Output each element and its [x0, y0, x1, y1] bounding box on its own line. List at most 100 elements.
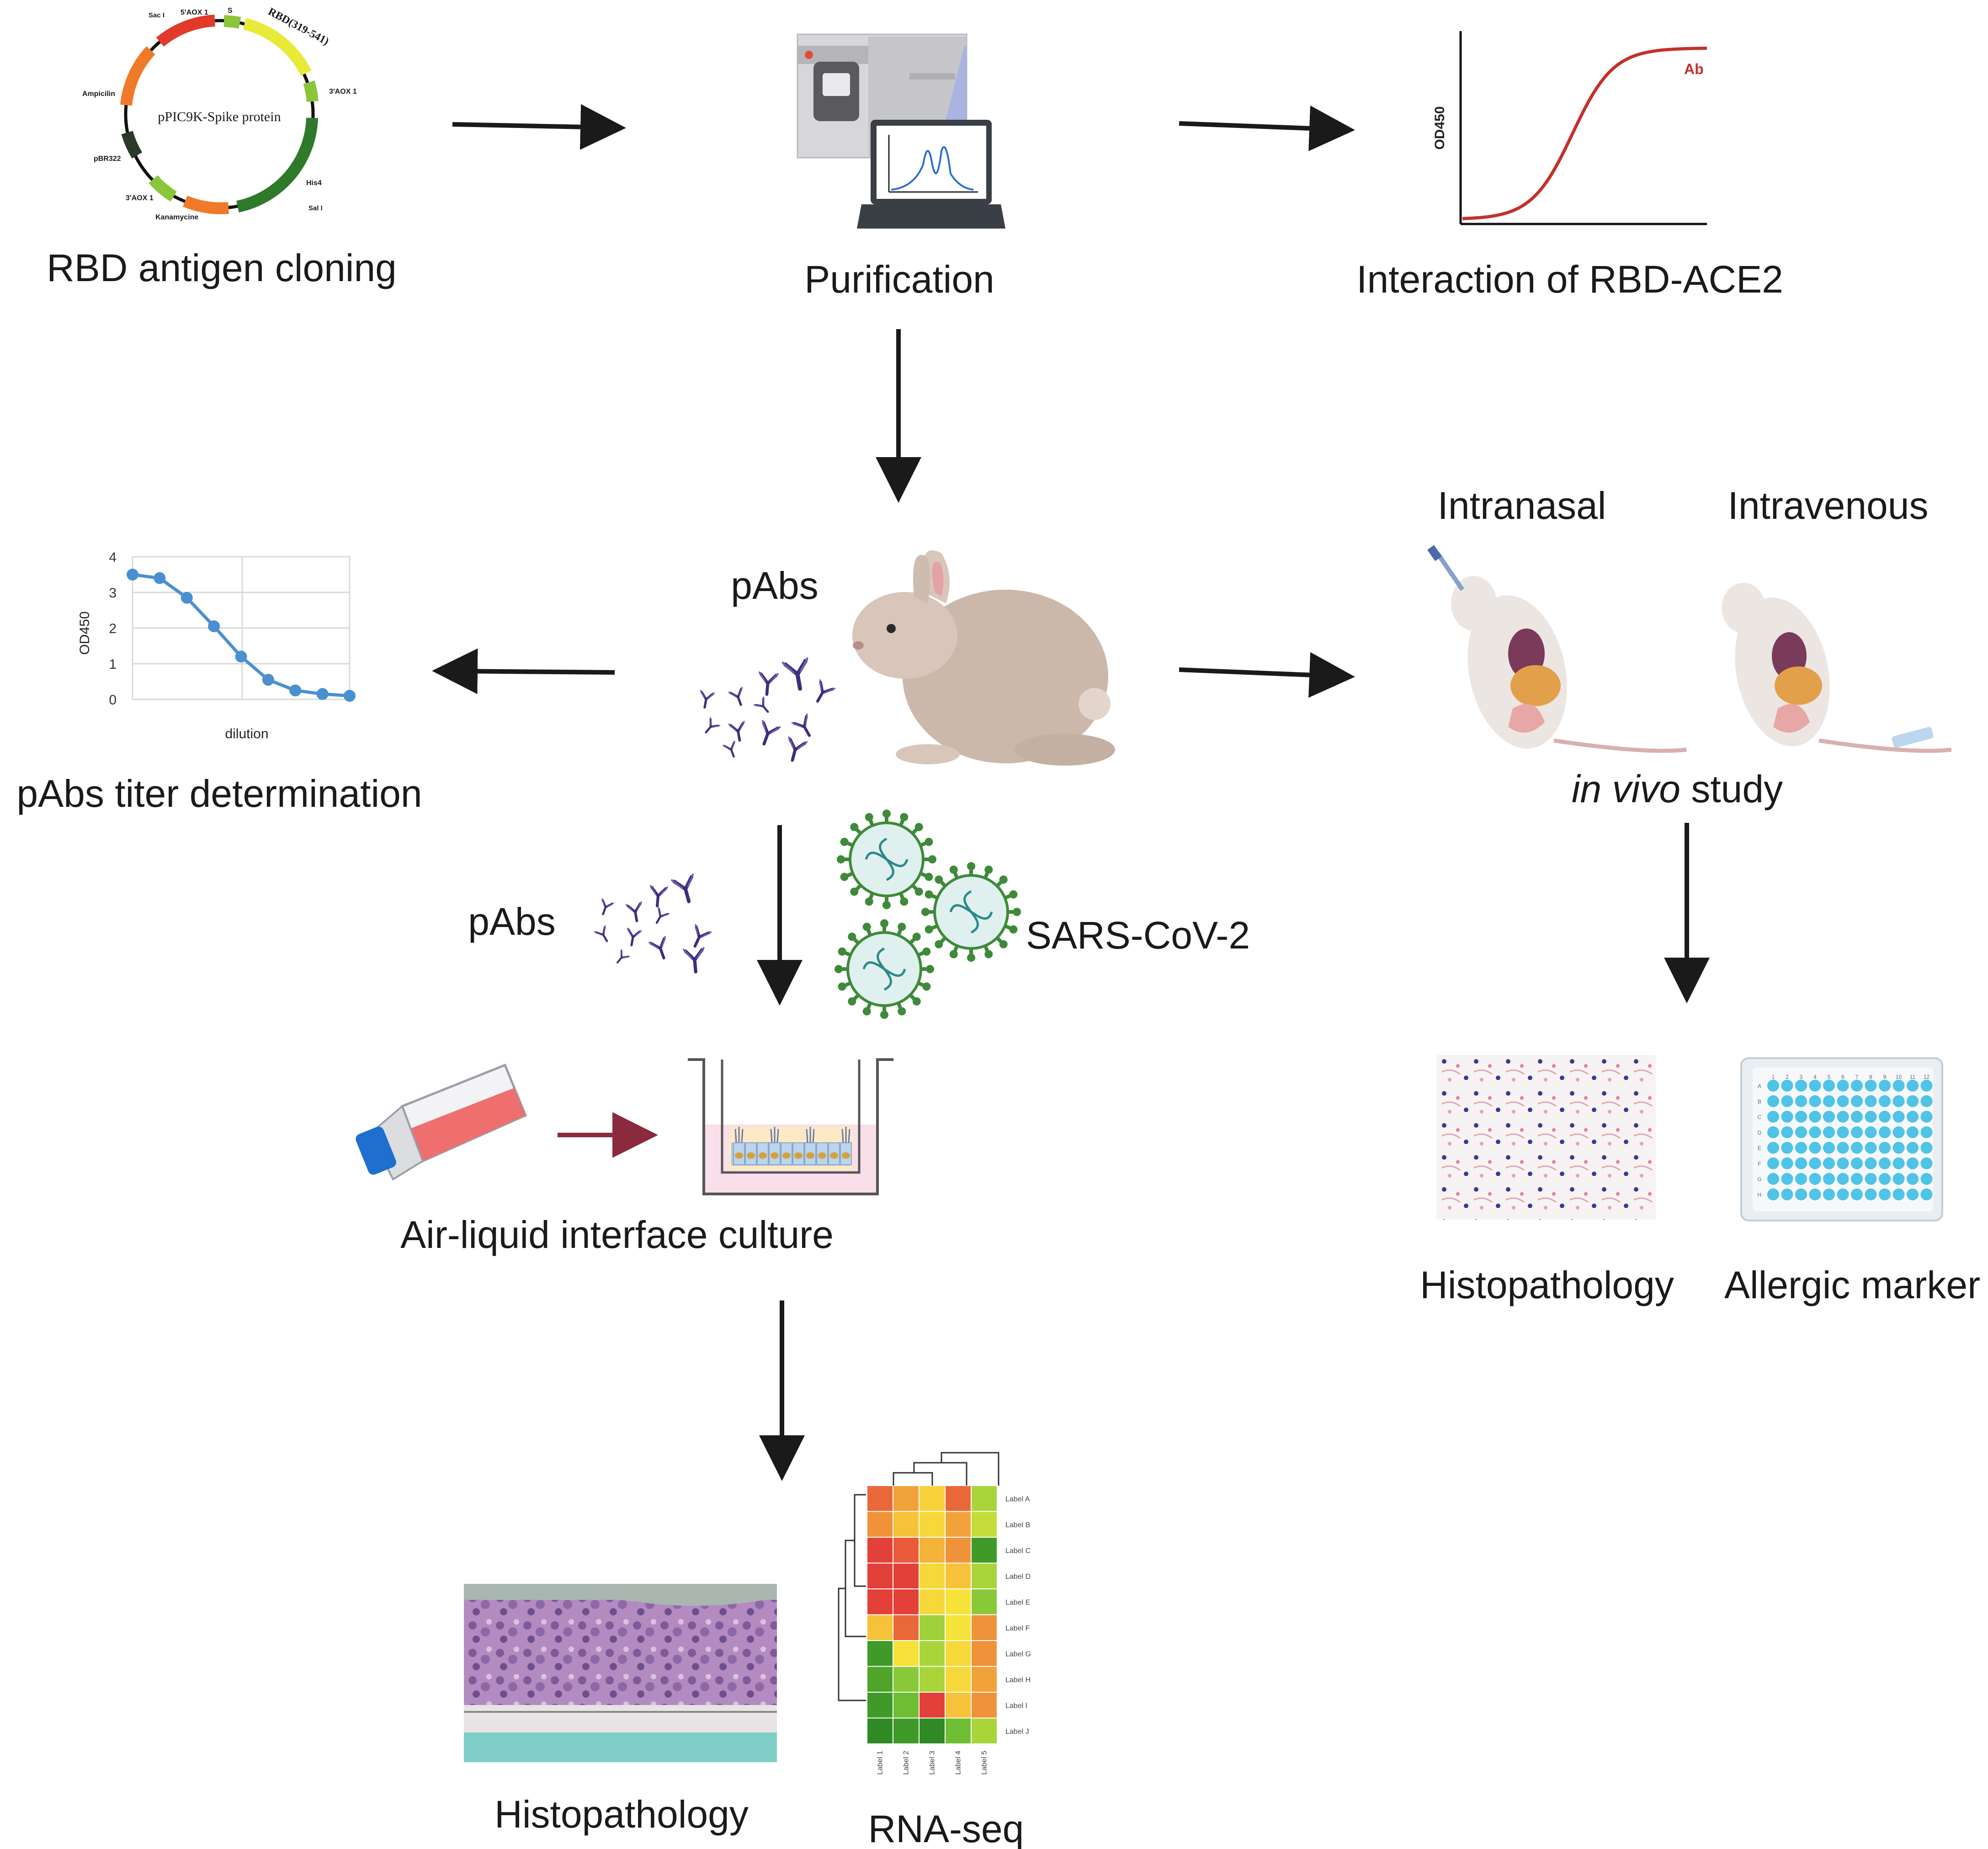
plate-column-label: 3 [1800, 1074, 1803, 1080]
plate-well [1767, 1188, 1779, 1200]
heatmap-cell [919, 1537, 946, 1564]
heatmap-cell [945, 1485, 972, 1512]
plate-well [1879, 1126, 1891, 1138]
plate-well [1795, 1142, 1807, 1154]
cell-nucleus [818, 1152, 826, 1159]
epithelium-histology-image [464, 1584, 777, 1762]
plate-well [1823, 1080, 1835, 1092]
antibody-icon [649, 885, 668, 907]
plate-well [1920, 1173, 1933, 1185]
plate-well [1907, 1188, 1919, 1200]
antibody-icon [791, 714, 811, 737]
cell-nucleus [747, 1152, 755, 1159]
heatmap-cell [919, 1692, 946, 1719]
plate-column-label: 11 [1910, 1074, 1916, 1080]
plate-well [1809, 1142, 1821, 1154]
heatmap-cell [866, 1666, 893, 1693]
plate-well [1892, 1157, 1905, 1169]
plate-well [1907, 1126, 1919, 1138]
plate-well [1920, 1157, 1933, 1169]
label-pabs-second: pAbs [468, 900, 555, 943]
plate-well [1837, 1080, 1849, 1092]
cilia [770, 1127, 779, 1143]
plate-well [1767, 1126, 1779, 1138]
heatmap-column-label: Label 3 [929, 1751, 936, 1775]
heatmap-cell [971, 1717, 998, 1744]
heatmap-cell [866, 1588, 893, 1615]
plate-well [1837, 1157, 1849, 1169]
plate-well [1809, 1157, 1821, 1169]
plate-well [1879, 1095, 1891, 1107]
plate-well [1809, 1173, 1821, 1185]
heatmap-column-label: Label 2 [903, 1751, 910, 1775]
titer-data-point [154, 572, 166, 584]
rabbit-icon [852, 550, 1115, 766]
plate-well [1892, 1095, 1905, 1107]
heatmap-cell [971, 1537, 998, 1564]
titer-data-point [127, 569, 138, 581]
heatmap-row-label: Label D [1005, 1573, 1031, 1581]
arrow-pabs-to-invivo [1179, 652, 1355, 698]
label-study: study [1680, 767, 1783, 810]
plate-well [1920, 1188, 1933, 1200]
plate-row-label: C [1758, 1114, 1762, 1120]
plate-well [1795, 1188, 1807, 1200]
plate-well [1767, 1095, 1779, 1107]
plasmid-feature-sali: Sal I [308, 204, 323, 212]
plate-well [1795, 1126, 1807, 1138]
heatmap-cell [945, 1588, 972, 1615]
plate-well [1851, 1095, 1863, 1107]
plate-well [1823, 1111, 1835, 1123]
titer-x-label: dilution [225, 726, 268, 741]
label-intranasal: Intranasal [1438, 484, 1606, 527]
plate-column-label: 4 [1813, 1074, 1817, 1080]
sars-cov-2-virus-icons [835, 810, 1021, 1019]
label-interaction-rbd-ace2: Interaction of RBD-ACE2 [1356, 258, 1783, 301]
plate-well [1907, 1173, 1919, 1185]
plate-well [1865, 1142, 1877, 1154]
heatmap-cell [971, 1511, 998, 1538]
heatmap-cell [893, 1717, 920, 1744]
antibody-icon [648, 936, 666, 959]
plate-well [1809, 1126, 1821, 1138]
label-sars-cov-2: SARS-CoV-2 [1026, 914, 1250, 957]
plate-well [1865, 1173, 1877, 1185]
plate-well [1837, 1173, 1849, 1185]
plate-column-label: 9 [1883, 1074, 1887, 1080]
antibody-icon [781, 657, 808, 691]
heatmap-row-label: Label F [1005, 1625, 1030, 1632]
titer-data-point [316, 688, 329, 700]
antibody-icon [816, 679, 836, 703]
label-intravenous: Intravenous [1728, 484, 1929, 527]
heatmap-cell [971, 1640, 998, 1667]
plate-well [1851, 1142, 1863, 1154]
heatmap-cell [945, 1562, 972, 1589]
plasmid-feature-5aox1: 5'AOX 1 [181, 9, 208, 16]
antibody-icon [788, 736, 808, 762]
plate-well [1767, 1173, 1779, 1185]
antibody-icon [594, 925, 608, 943]
plate-column-label: 2 [1786, 1074, 1789, 1080]
plate-row-label: G [1757, 1176, 1761, 1183]
cell-nucleus [735, 1152, 743, 1159]
heatmap-cell [945, 1640, 972, 1667]
heatmap-dendrograms [838, 1452, 999, 1701]
plasmid-feature-3aox1-left: 3'AOX 1 [126, 194, 154, 202]
heatmap-row-label: Label G [1005, 1650, 1031, 1658]
titer-data-point [289, 684, 302, 697]
heatmap-row-label: Label B [1005, 1521, 1030, 1529]
plasmid-feature-ampicilin: Ampicilin [82, 90, 115, 98]
plate-row-label: A [1758, 1083, 1761, 1089]
cell-nucleus [759, 1152, 767, 1159]
plate-well [1920, 1126, 1933, 1138]
plate-well [1767, 1157, 1779, 1169]
plasmid-feature-kanamycine: Kanamycine [155, 213, 198, 221]
titer-y-tick-label: 3 [109, 586, 117, 601]
plate-row-label: B [1758, 1098, 1761, 1105]
label-in-vivo-study: in vivo study [1572, 767, 1783, 810]
antibody-icon [753, 696, 769, 713]
plate-well [1920, 1142, 1933, 1154]
